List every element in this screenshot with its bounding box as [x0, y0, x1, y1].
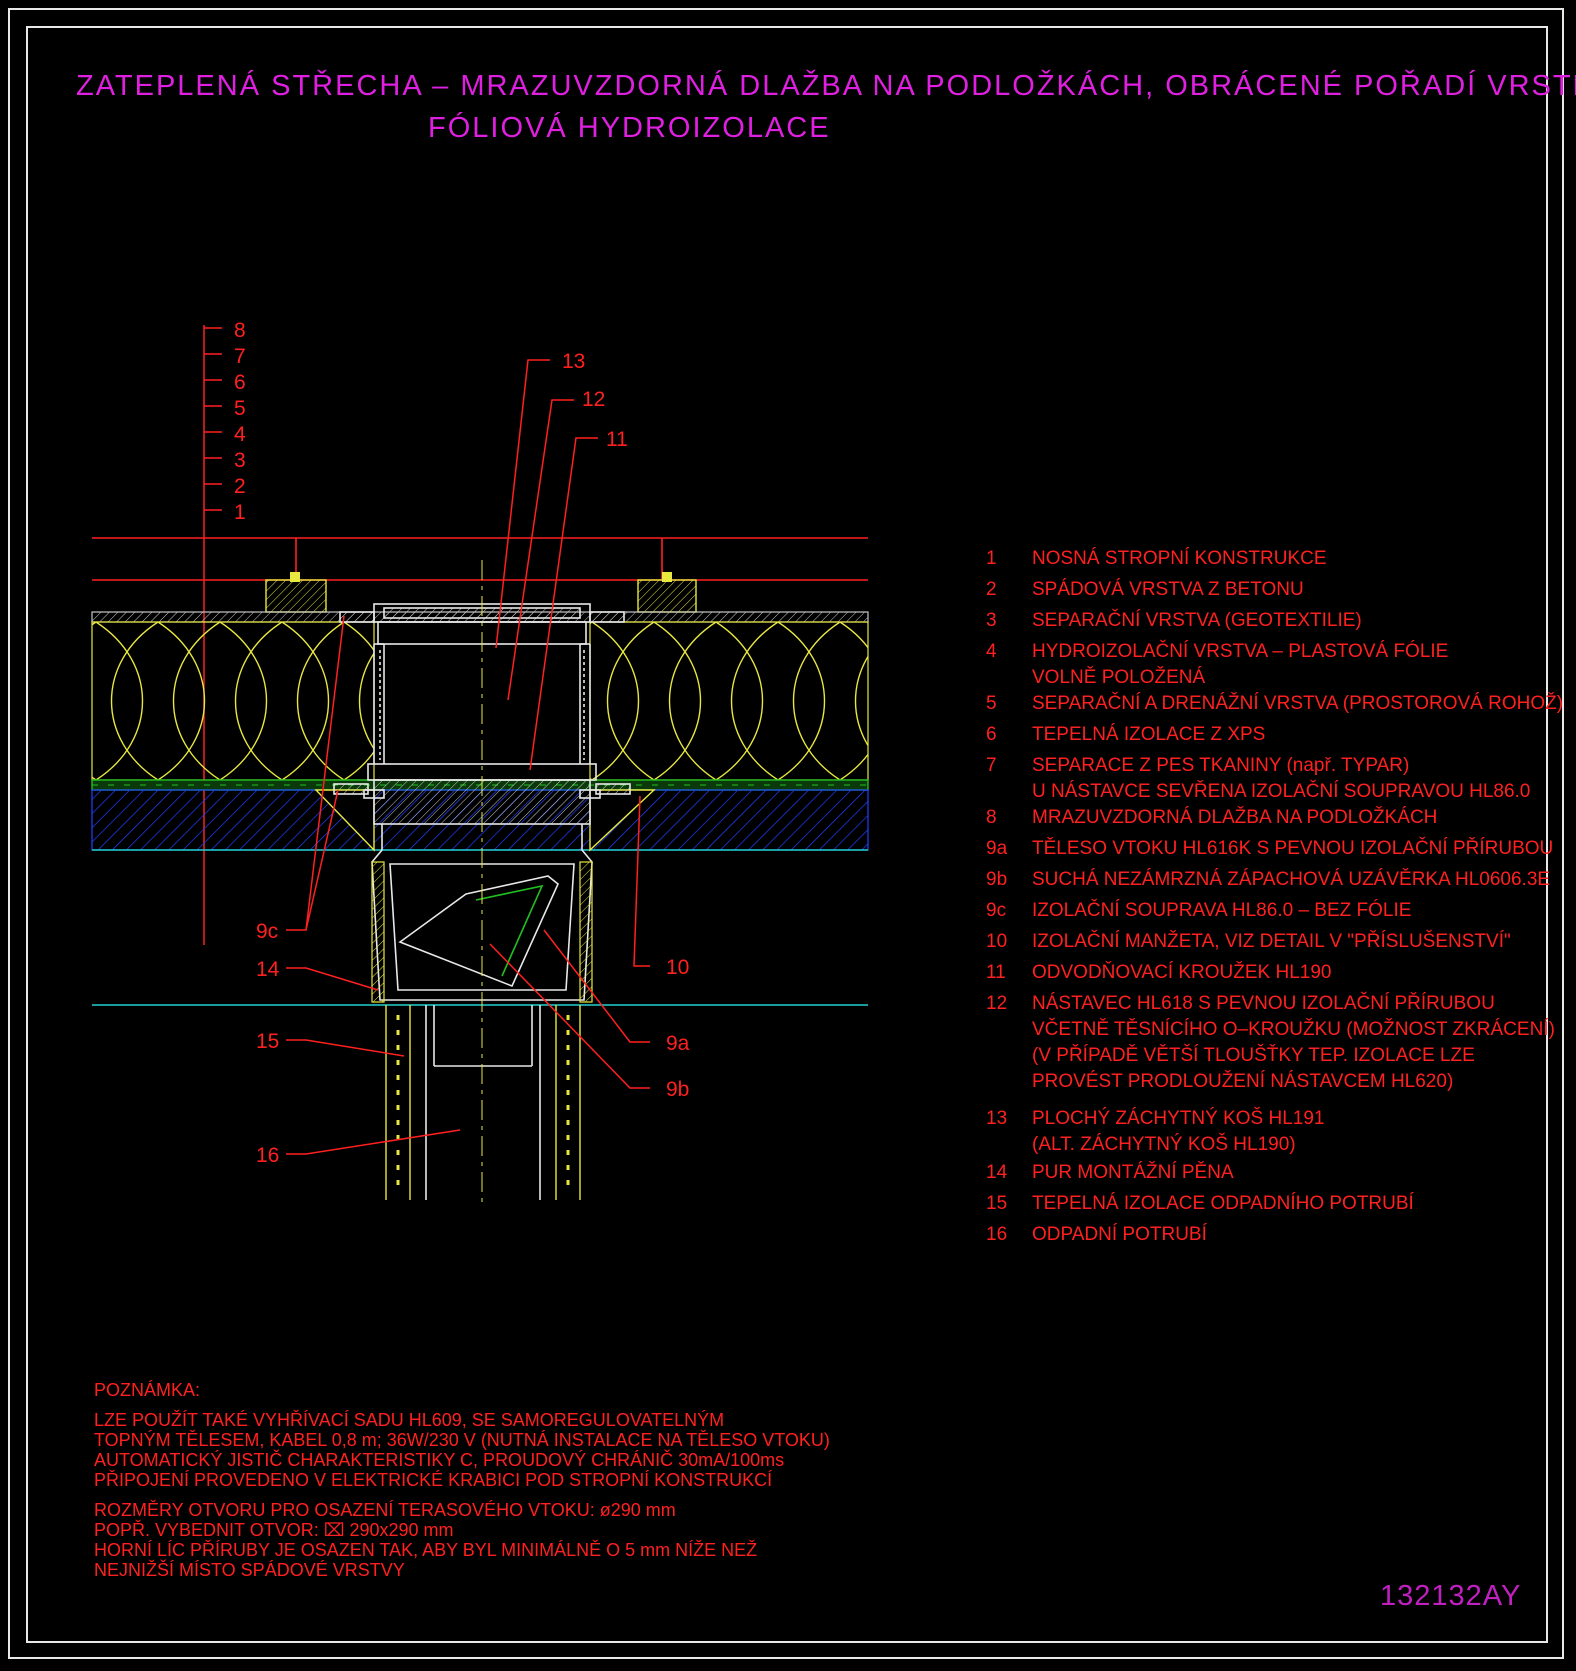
notes-line: PŘIPOJENÍ PROVEDENO V ELEKTRICKÉ KRABICI… — [94, 1470, 773, 1490]
legend-text: HYDROIZOLAČNÍ VRSTVA – PLASTOVÁ FÓLIE — [1032, 641, 1449, 662]
callout-13: 13 — [562, 350, 585, 373]
legend-text: SEPARAČNÍ A DRENÁŽNÍ VRSTVA (PROSTOROVÁ … — [1032, 693, 1564, 714]
callout-11: 11 — [606, 428, 628, 451]
drawing-title-line1: ZATEPLENÁ STŘECHA – MRAZUVZDORNÁ DLAŽBA … — [76, 70, 1576, 102]
legend-text: SPÁDOVÁ VRSTVA Z BETONU — [1032, 579, 1304, 600]
leader-lines — [286, 359, 650, 1155]
callout-9c: 9c — [256, 920, 278, 943]
legend-text: IZOLAČNÍ SOUPRAVA HL86.0 – BEZ FÓLIE — [1032, 900, 1412, 921]
legend-number: 6 — [986, 724, 997, 745]
legend-text: TĚLESO VTOKU HL616K S PEVNOU IZOLAČNÍ PŘ… — [1032, 838, 1554, 859]
legend-number: 9a — [986, 838, 1008, 859]
legend-text: SUCHÁ NEZÁMRZNÁ ZÁPACHOVÁ UZÁVĚRKA HL060… — [1032, 869, 1551, 890]
callout-9a: 9a — [666, 1032, 690, 1055]
legend-text: ODVODŇOVACÍ KROUŽEK HL190 — [1032, 962, 1332, 983]
legend-number: 1 — [986, 548, 997, 569]
legend-number: 8 — [986, 807, 997, 828]
legend-text: IZOLAČNÍ MANŽETA, VIZ DETAIL V "PŘÍSLUŠE… — [1032, 931, 1511, 952]
callout-16: 16 — [256, 1144, 279, 1167]
outer-frame — [8, 8, 1564, 1659]
inner-frame — [26, 26, 1548, 1643]
legend-text: PLOCHÝ ZÁCHYTNÝ KOŠ HL191 — [1032, 1108, 1325, 1129]
legend-text: SEPARACE Z PES TKANINY (např. TYPAR) — [1032, 755, 1410, 776]
legend-number: 10 — [986, 931, 1008, 952]
scale-label-1: 1 — [234, 501, 246, 524]
legend-text: SEPARAČNÍ VRSTVA (GEOTEXTILIE) — [1032, 610, 1362, 631]
legend-number: 3 — [986, 610, 997, 631]
legend-text: PUR MONTÁŽNÍ PĚNA — [1032, 1162, 1234, 1183]
notes-line: ROZMĚRY OTVORU PRO OSAZENÍ TERASOVÉHO VT… — [94, 1500, 676, 1520]
legend-number: 16 — [986, 1224, 1008, 1245]
legend-text: ODPADNÍ POTRUBÍ — [1032, 1224, 1207, 1245]
drawing-title-line2: FÓLIOVÁ HYDROIZOLACE — [428, 112, 831, 144]
notes-line: AUTOMATICKÝ JISTIČ CHARAKTERISTIKY C, PR… — [94, 1450, 785, 1470]
legend-number: 12 — [986, 993, 1008, 1014]
legend-number: 14 — [986, 1162, 1008, 1183]
callout-14: 14 — [256, 958, 280, 981]
callout-12: 12 — [582, 388, 605, 411]
notes-line: TOPNÝM TĚLESEM, KABEL 0,8 m; 36W/230 V (… — [94, 1430, 830, 1450]
pipe-insulation — [385, 1005, 581, 1200]
legend-text: (V PŘÍPADĚ VĚTŠÍ TLOUŠŤKY TEP. IZOLACE L… — [1032, 1045, 1475, 1066]
legend-number: 2 — [986, 579, 997, 600]
legend-text: (ALT. ZÁCHYTNÝ KOŠ HL190) — [1032, 1134, 1296, 1155]
legend-text: U NÁSTAVCE SEVŘENA IZOLAČNÍ SOUPRAVOU HL… — [1032, 781, 1531, 802]
callout-labels: 13 12 11 9c 14 10 15 9a 9b 16 — [256, 350, 690, 1167]
legend-number: 15 — [986, 1193, 1008, 1214]
legend-number: 7 — [986, 755, 997, 776]
legend-number: 9b — [986, 869, 1008, 890]
legend-text: NOSNÁ STROPNÍ KONSTRUKCE — [1032, 548, 1327, 569]
notes-line: POPŘ. VYBEDNIT OTVOR: ⌧ 290x290 mm — [94, 1520, 454, 1540]
tile-pedestals — [265, 572, 697, 613]
legend-number: 11 — [986, 962, 1006, 983]
callout-9b: 9b — [666, 1078, 689, 1101]
callout-15: 15 — [256, 1030, 279, 1053]
drawing-code: 132132AY — [1380, 1580, 1522, 1612]
scale-label-7: 7 — [234, 345, 246, 368]
notes: POZNÁMKA: LZE POUŽÍT TAKÉ VYHŘÍVACÍ SADU… — [94, 1380, 830, 1580]
scale-label-5: 5 — [234, 397, 246, 420]
xps-insulation — [91, 621, 869, 781]
notes-heading: POZNÁMKA: — [94, 1380, 201, 1400]
legend-text: VČETNĚ TĚSNÍCÍHO O–KROUŽKU (MOŽNOST ZKRÁ… — [1032, 1019, 1555, 1040]
legend-text: PROVÉST PRODLOUŽENÍ NÁSTAVCEM HL620) — [1032, 1071, 1454, 1092]
legend-text: MRAZUVZDORNÁ DLAŽBA NA PODLOŽKÁCH — [1032, 807, 1438, 828]
legend-text: NÁSTAVEC HL618 S PEVNOU IZOLAČNÍ PŘÍRUBO… — [1032, 993, 1495, 1014]
notes-line: LZE POUŽÍT TAKÉ VYHŘÍVACÍ SADU HL609, SE… — [94, 1410, 725, 1430]
legend-text: VOLNĚ POLOŽENÁ — [1032, 667, 1206, 688]
legend-number: 13 — [986, 1108, 1008, 1129]
legend-text: TEPELNÁ IZOLACE ODPADNÍHO POTRUBÍ — [1032, 1193, 1414, 1214]
paving-tiles — [92, 537, 868, 581]
notes-line: HORNÍ LÍC PŘÍRUBY JE OSAZEN TAK, ABY BYL… — [94, 1540, 758, 1560]
callout-10: 10 — [666, 956, 689, 979]
notes-line: NEJNIŽŠÍ MÍSTO SPÁDOVÉ VRSTVY — [94, 1560, 405, 1580]
legend-text: TEPELNÁ IZOLACE Z XPS — [1032, 724, 1266, 745]
scale-label-2: 2 — [234, 475, 246, 498]
legend-number: 4 — [986, 641, 997, 662]
scale-label-8: 8 — [234, 319, 246, 342]
scale-label-3: 3 — [234, 449, 246, 472]
legend-number: 5 — [986, 693, 997, 714]
legend-number: 9c — [986, 900, 1007, 921]
pur-foam — [371, 861, 593, 1003]
scale-label-6: 6 — [234, 371, 246, 394]
scale-label-4: 4 — [234, 423, 246, 446]
